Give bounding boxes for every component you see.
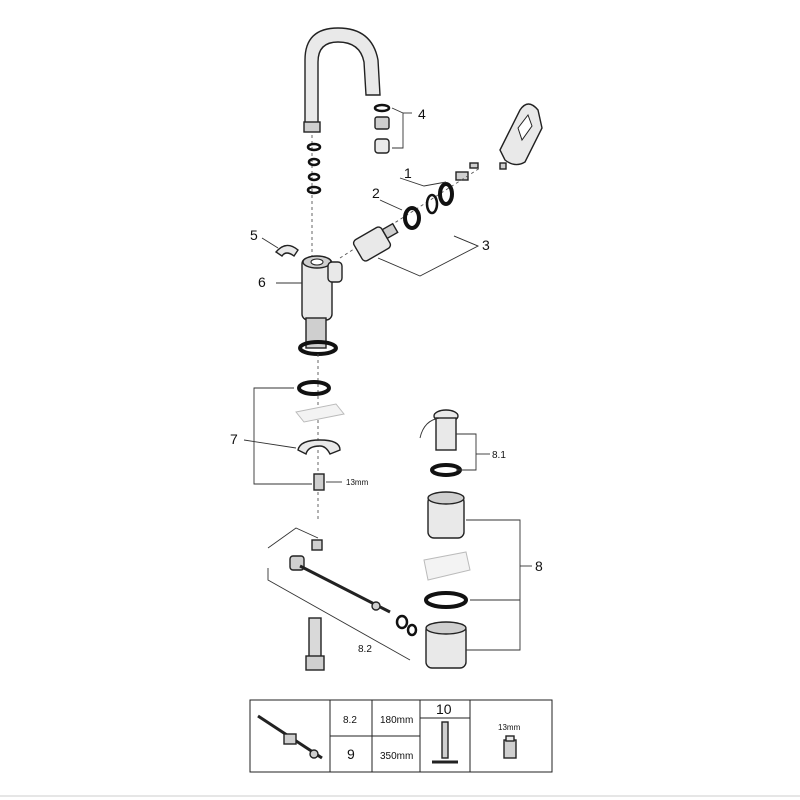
spout-seals [306,142,322,195]
callout-2: 2 [372,185,380,201]
callout-4: 4 [418,106,426,122]
pop-up-rod-icon [267,527,418,661]
flex-hose-icon [305,617,325,671]
callout-1: 1 [404,165,412,181]
callout-7: 7 [230,431,238,447]
retaining-clip [261,237,299,258]
aerator-icon [373,103,412,154]
callout-3: 3 [482,237,490,253]
cartridge-rings [399,177,454,230]
handle-screws [339,162,507,259]
cartridge-icon [352,222,480,277]
tap-spout-icon [303,27,381,258]
table-cell-rod-label: 8.2 [343,715,357,726]
wrench-nut-icon [503,735,517,759]
table-cell-wrench-size: 13mm [498,723,521,732]
hex-key-icon [432,721,458,764]
callout-5: 5 [250,227,258,243]
table-rod-icon [257,714,323,760]
table-cell-hose-length: 350mm [380,751,413,762]
table-cell-rod-length: 180mm [380,715,413,726]
table-cell-tool-label: 10 [436,701,452,717]
callout-8-2: 8.2 [358,644,372,655]
callout-8-1: 8.1 [492,450,506,461]
spare-parts-table [249,699,553,773]
tap-body-icon [276,255,343,349]
table-cell-hose-label: 9 [347,746,355,762]
fixing-set-icon [243,380,345,491]
pop-up-waste-icon [419,409,532,669]
handle-lever-icon [499,103,543,166]
callout-8: 8 [535,558,543,574]
callout-6: 6 [258,274,266,290]
wrench-size-label: 13mm [346,478,369,487]
